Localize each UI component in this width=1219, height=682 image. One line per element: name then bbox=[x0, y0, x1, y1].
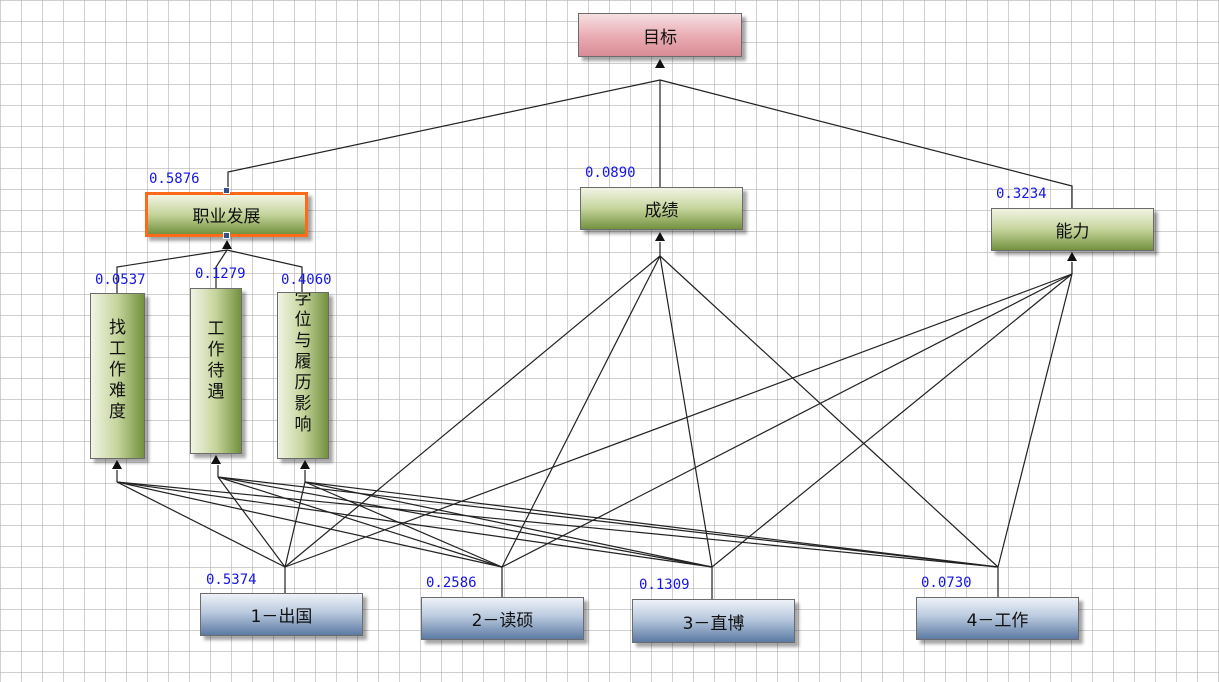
ability-node[interactable]: 能力 bbox=[991, 208, 1154, 251]
alt4-node[interactable]: 4－工作 bbox=[916, 597, 1079, 640]
ability-weight: 0.3234 bbox=[996, 186, 1047, 202]
alt1-label: 1－出国 bbox=[250, 607, 313, 627]
link-goal-career bbox=[227, 79, 661, 190]
career-weight: 0.5876 bbox=[149, 171, 200, 187]
career-development-node[interactable]: 职业发展 bbox=[145, 192, 308, 237]
degree-impact-node[interactable]: 学位与履历影响 bbox=[277, 292, 329, 459]
link-career-sub2 bbox=[215, 249, 228, 288]
alt3-label: 3－直博 bbox=[682, 613, 745, 634]
job-difficulty-weight: 0.0537 bbox=[95, 272, 146, 288]
degree-impact-weight: 0.4060 bbox=[281, 272, 332, 288]
job-pay-weight: 0.1279 bbox=[195, 266, 246, 282]
grades-label: 成绩 bbox=[644, 201, 679, 221]
degree-impact-label: 学位与履历影响 bbox=[294, 292, 312, 435]
goal-node[interactable]: 目标 bbox=[578, 13, 742, 57]
alt4-label: 4－工作 bbox=[966, 611, 1029, 631]
alt1-node[interactable]: 1－出国 bbox=[200, 593, 363, 636]
job-pay-label: 工作待遇 bbox=[207, 319, 225, 402]
job-difficulty-node[interactable]: 找工作难度 bbox=[90, 293, 145, 459]
arrowhead-goal bbox=[655, 59, 665, 68]
link-goal-ability bbox=[659, 79, 1073, 208]
arrowhead-sub1 bbox=[112, 460, 122, 469]
arrowhead-sub2 bbox=[211, 455, 221, 464]
arrowhead-career bbox=[222, 240, 232, 249]
ability-label: 能力 bbox=[1055, 222, 1090, 242]
selection-handle-bottom[interactable] bbox=[223, 232, 230, 239]
arrowhead-ability bbox=[1067, 252, 1077, 261]
selection-handle-top[interactable] bbox=[223, 187, 230, 194]
alt3-weight: 0.1309 bbox=[639, 577, 690, 593]
career-development-label: 职业发展 bbox=[192, 207, 261, 227]
grades-weight: 0.0890 bbox=[585, 165, 636, 181]
arrowhead-sub3 bbox=[300, 460, 310, 469]
alt1-weight: 0.5374 bbox=[206, 572, 257, 588]
link-career-sub3 bbox=[226, 249, 303, 292]
link-career-sub1 bbox=[116, 249, 228, 293]
goal-label: 目标 bbox=[643, 27, 677, 48]
alt3-node[interactable]: 3－直博 bbox=[632, 599, 795, 643]
job-difficulty-label: 找工作难度 bbox=[109, 318, 126, 422]
alt2-node[interactable]: 2－读硕 bbox=[421, 597, 584, 640]
alt2-weight: 0.2586 bbox=[426, 575, 477, 591]
job-pay-node[interactable]: 工作待遇 bbox=[190, 288, 242, 454]
alt4-weight: 0.0730 bbox=[921, 575, 972, 591]
grades-node[interactable]: 成绩 bbox=[580, 187, 743, 230]
arrowhead-grades bbox=[655, 232, 665, 241]
alt2-label: 2－读硕 bbox=[471, 611, 534, 631]
